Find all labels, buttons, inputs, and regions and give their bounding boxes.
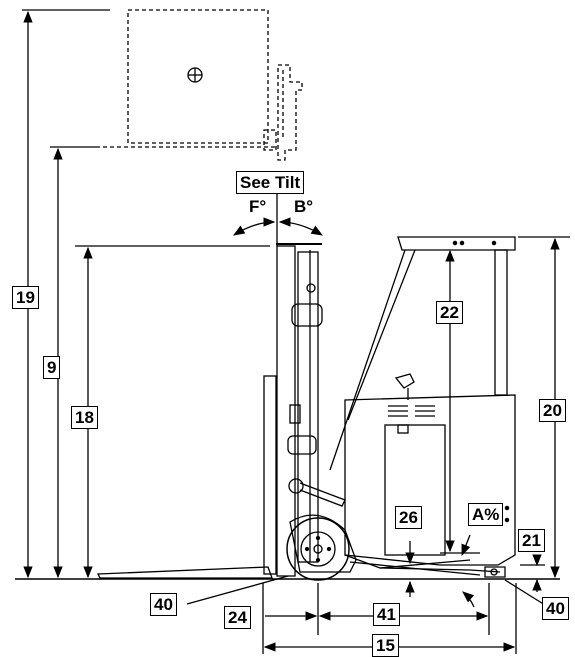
see-tilt-label: See Tilt xyxy=(236,171,305,194)
dim-21 xyxy=(520,554,545,592)
label-9: 9 xyxy=(43,356,61,379)
truck-body xyxy=(344,373,516,576)
dim-24 xyxy=(262,583,319,654)
dim-18 xyxy=(75,245,270,579)
center-of-gravity-icon xyxy=(187,67,203,83)
label-18: 18 xyxy=(71,406,98,429)
raised-load xyxy=(96,9,303,161)
label-15: 15 xyxy=(372,634,399,657)
leader-40-left xyxy=(186,575,289,605)
label-26: 26 xyxy=(395,506,422,529)
label-40-left: 40 xyxy=(150,593,177,616)
label-20: 20 xyxy=(539,399,566,422)
mast xyxy=(276,243,346,577)
leader-40-right xyxy=(504,579,546,606)
forks xyxy=(96,375,277,579)
overhead-guard xyxy=(329,236,516,471)
forward-tilt-label: F° xyxy=(249,197,267,216)
back-tilt-label: B° xyxy=(294,197,314,216)
tilt-arrows xyxy=(233,194,324,246)
label-24: 24 xyxy=(224,606,251,629)
label-grade: A% xyxy=(468,503,504,526)
dim-41 xyxy=(318,583,490,635)
grade-arrow xyxy=(461,534,475,608)
label-22: 22 xyxy=(436,301,463,324)
label-19: 19 xyxy=(12,286,39,309)
label-41: 41 xyxy=(373,603,400,626)
label-40-right: 40 xyxy=(542,597,569,620)
rear-wheel xyxy=(484,566,506,578)
label-21: 21 xyxy=(518,529,545,552)
drive-wheel xyxy=(286,514,357,581)
